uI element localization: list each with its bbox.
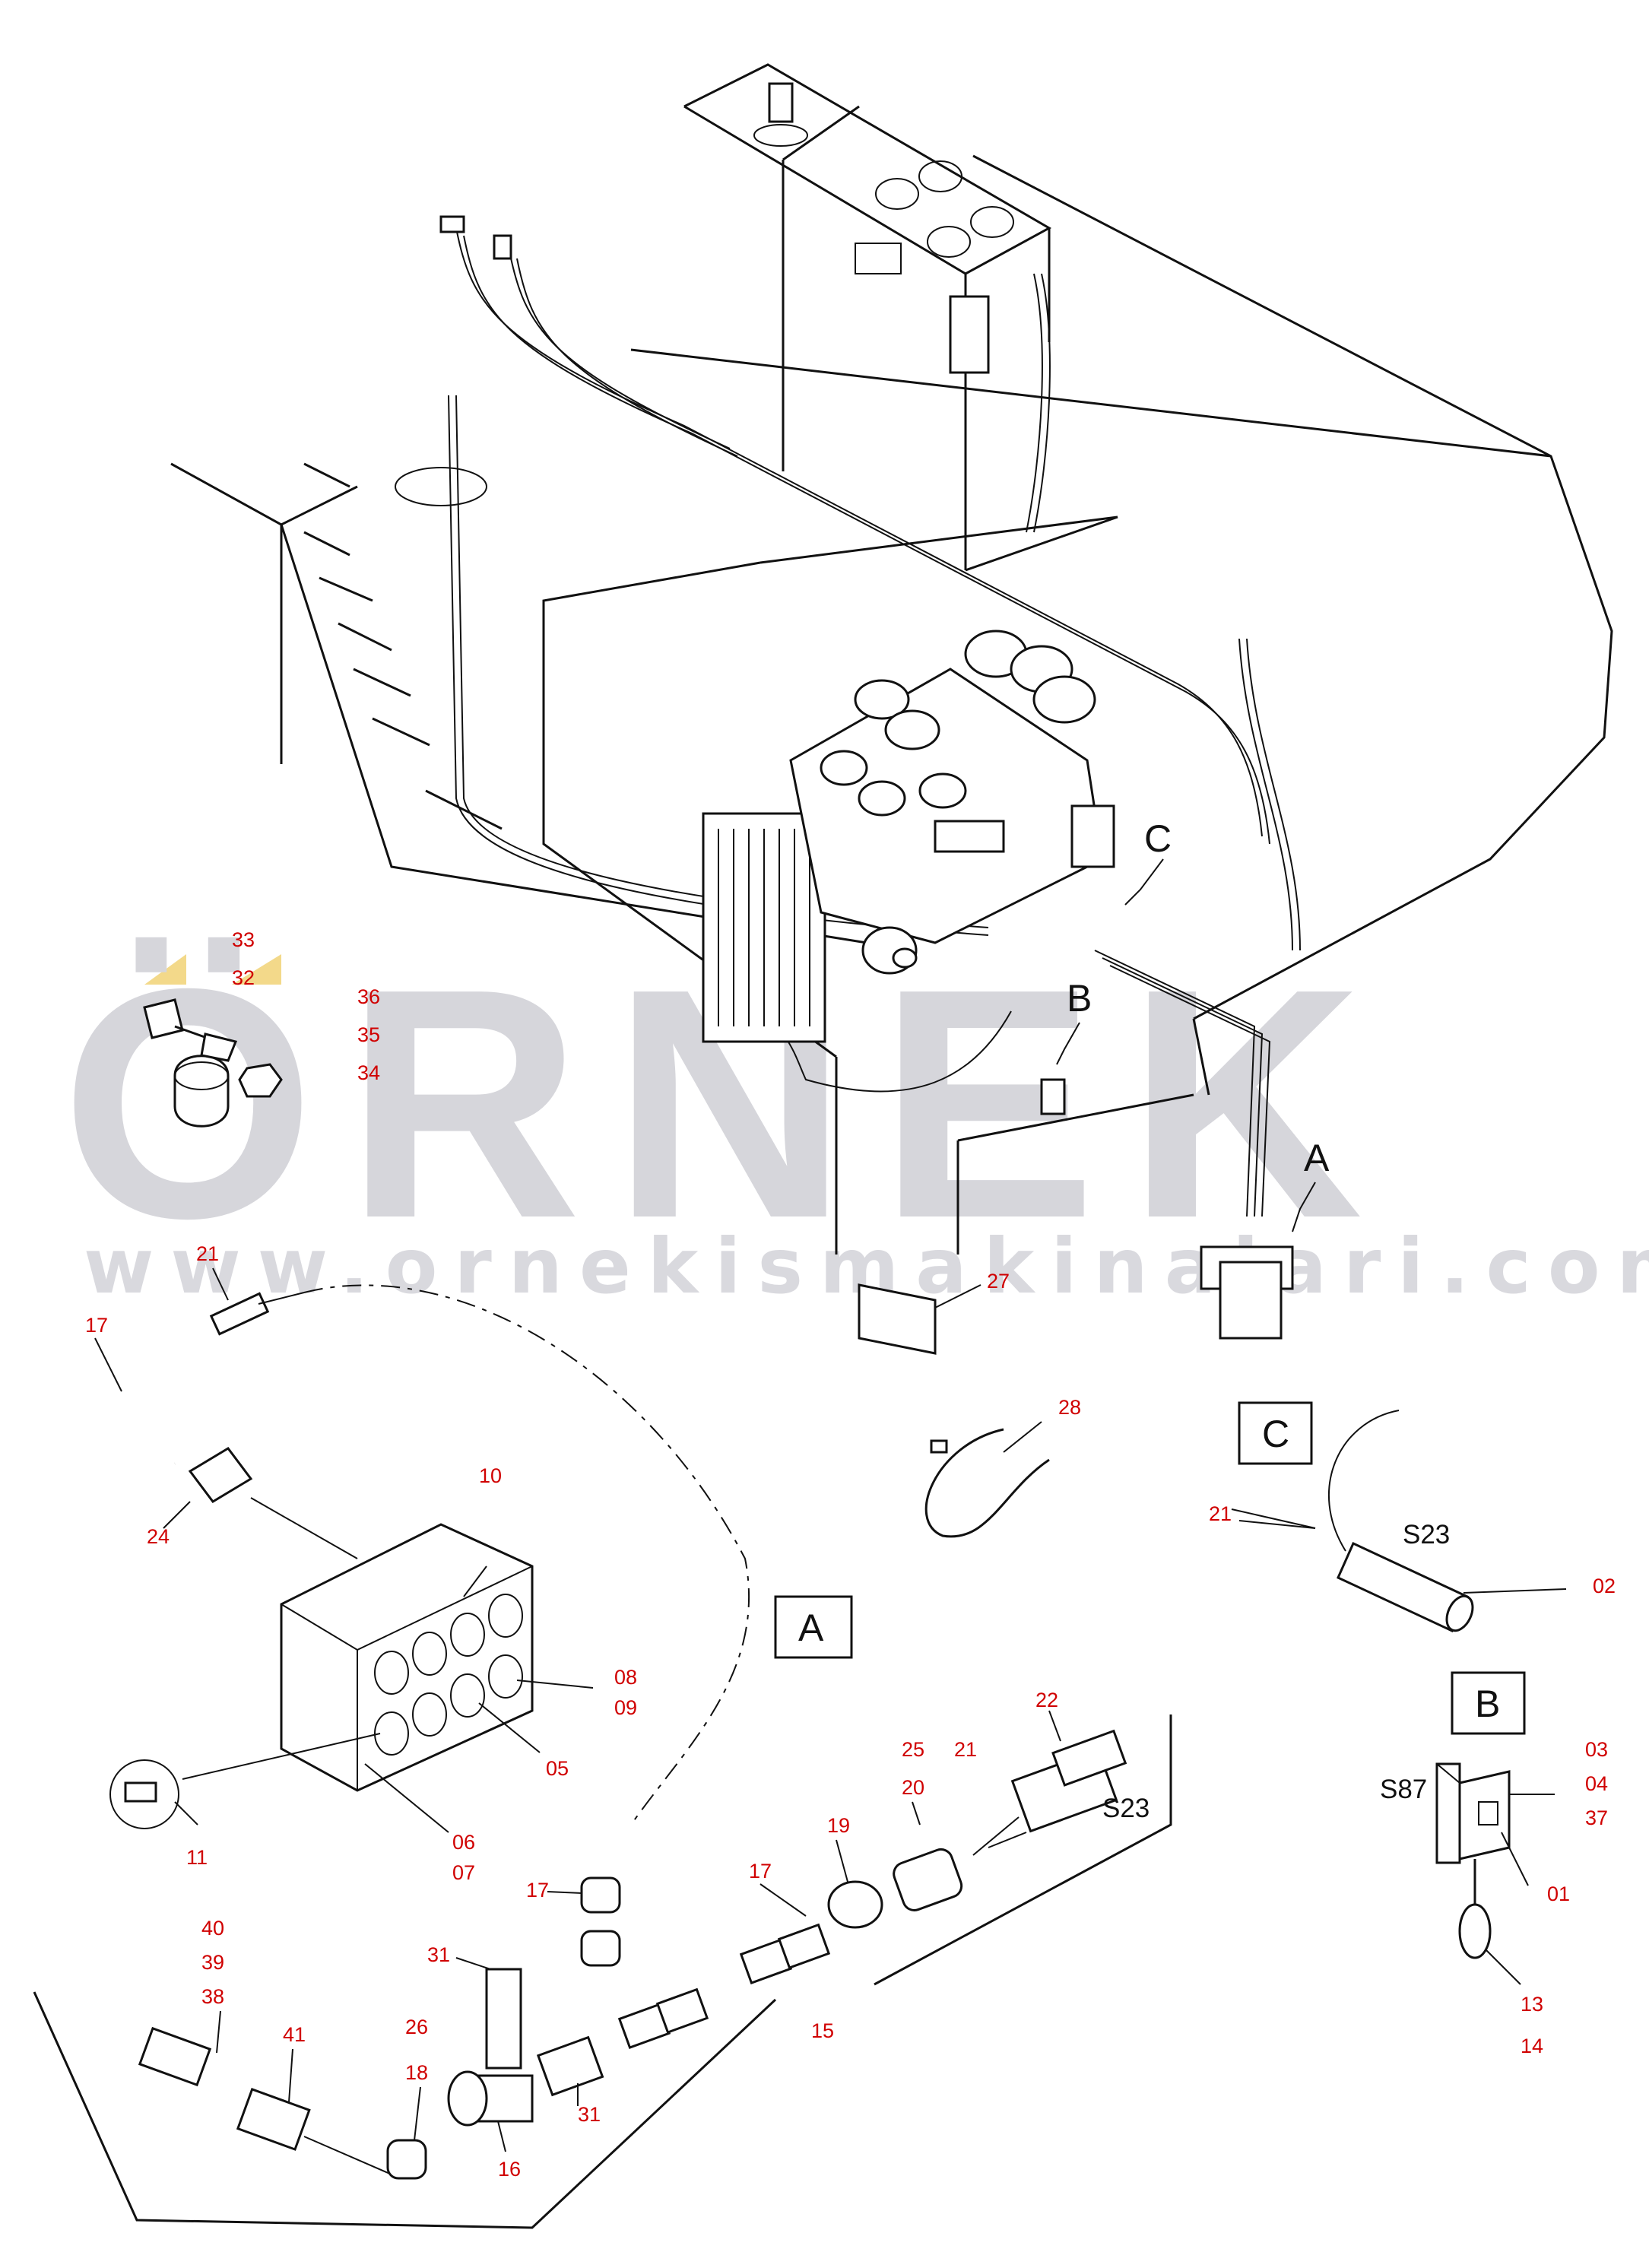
callout-20: 20 — [902, 1776, 924, 1799]
callout-02: 02 — [1593, 1575, 1616, 1597]
callout-31-bottom: 31 — [578, 2103, 601, 2126]
part-number-callouts: 33 32 36 35 34 21 17 27 28 10 24 08 09 0… — [85, 928, 1616, 2181]
callout-16: 16 — [498, 2158, 521, 2181]
detail-marker-b: B — [1067, 977, 1092, 1020]
callout-leaders — [94, 1267, 1316, 2152]
detail-box-b — [1451, 1671, 1526, 1735]
callout-09: 09 — [614, 1696, 637, 1719]
tape-27 — [858, 1283, 937, 1355]
callout-21-hose: 21 — [196, 1242, 219, 1265]
callout-07: 07 — [452, 1861, 475, 1884]
callout-28: 28 — [1058, 1396, 1081, 1419]
callout-19: 19 — [827, 1814, 850, 1837]
callout-15: 15 — [811, 2019, 834, 2042]
callout-06: 06 — [452, 1831, 475, 1854]
callout-24: 24 — [147, 1525, 170, 1548]
detail-box-c-label: C — [1262, 1413, 1289, 1455]
callout-38: 38 — [201, 1985, 224, 2008]
callout-41: 41 — [283, 2023, 306, 2046]
detail-marker-c: C — [1144, 817, 1172, 860]
code-s23-c: S23 — [1403, 1520, 1450, 1550]
detail-box-c — [1238, 1401, 1313, 1465]
watermark-accent-right — [232, 954, 281, 985]
detail-box-a-label: A — [798, 1607, 824, 1649]
callout-01: 01 — [1547, 1883, 1570, 1905]
callout-13: 13 — [1521, 1993, 1543, 2016]
watermark-accent-left — [144, 954, 186, 985]
callout-34: 34 — [357, 1061, 380, 1084]
callout-31-top: 31 — [427, 1943, 450, 1966]
callout-11: 11 — [186, 1846, 208, 1869]
callout-21-connector: 21 — [954, 1738, 977, 1761]
callout-17-spring: 17 — [749, 1860, 772, 1883]
callout-04: 04 — [1585, 1772, 1608, 1795]
callout-03: 03 — [1585, 1738, 1608, 1761]
callout-18: 18 — [405, 2061, 428, 2084]
code-s23-a: S23 — [1102, 1794, 1150, 1823]
callout-40: 40 — [201, 1917, 224, 1940]
clamp-assembly — [143, 998, 283, 1128]
callout-36: 36 — [357, 985, 380, 1008]
callout-25: 25 — [902, 1738, 924, 1761]
detail-box-b-label: B — [1475, 1683, 1500, 1725]
callout-10: 10 — [479, 1464, 502, 1487]
watermark: ÖRNEK www.ornekismakinalari.com.tr — [61, 921, 1649, 1311]
callout-22: 22 — [1035, 1689, 1058, 1711]
detail-a: A — [33, 1284, 1172, 2229]
callout-05: 05 — [546, 1757, 569, 1780]
callout-35: 35 — [357, 1023, 380, 1046]
callout-17-hose: 17 — [85, 1314, 108, 1337]
callout-21-sensor: 21 — [1209, 1502, 1232, 1525]
callout-32: 32 — [232, 966, 255, 989]
callout-08: 08 — [614, 1666, 637, 1689]
detail-marker-a: A — [1304, 1137, 1330, 1179]
cable-tie-28 — [924, 1428, 1050, 1538]
harness-routing — [395, 215, 1301, 1340]
callout-26: 26 — [405, 2016, 428, 2038]
callout-14: 14 — [1521, 2035, 1543, 2057]
callout-39: 39 — [201, 1951, 224, 1974]
engine — [702, 630, 1115, 1043]
switch-s87 — [1435, 1762, 1555, 1985]
callout-33: 33 — [232, 928, 255, 951]
sensor-cable — [1327, 1410, 1400, 1552]
callout-27: 27 — [987, 1270, 1010, 1293]
detail-box-a — [774, 1595, 853, 1659]
callout-17-fitting: 17 — [526, 1879, 549, 1902]
code-s87: S87 — [1380, 1775, 1427, 1804]
callout-37: 37 — [1585, 1806, 1608, 1829]
